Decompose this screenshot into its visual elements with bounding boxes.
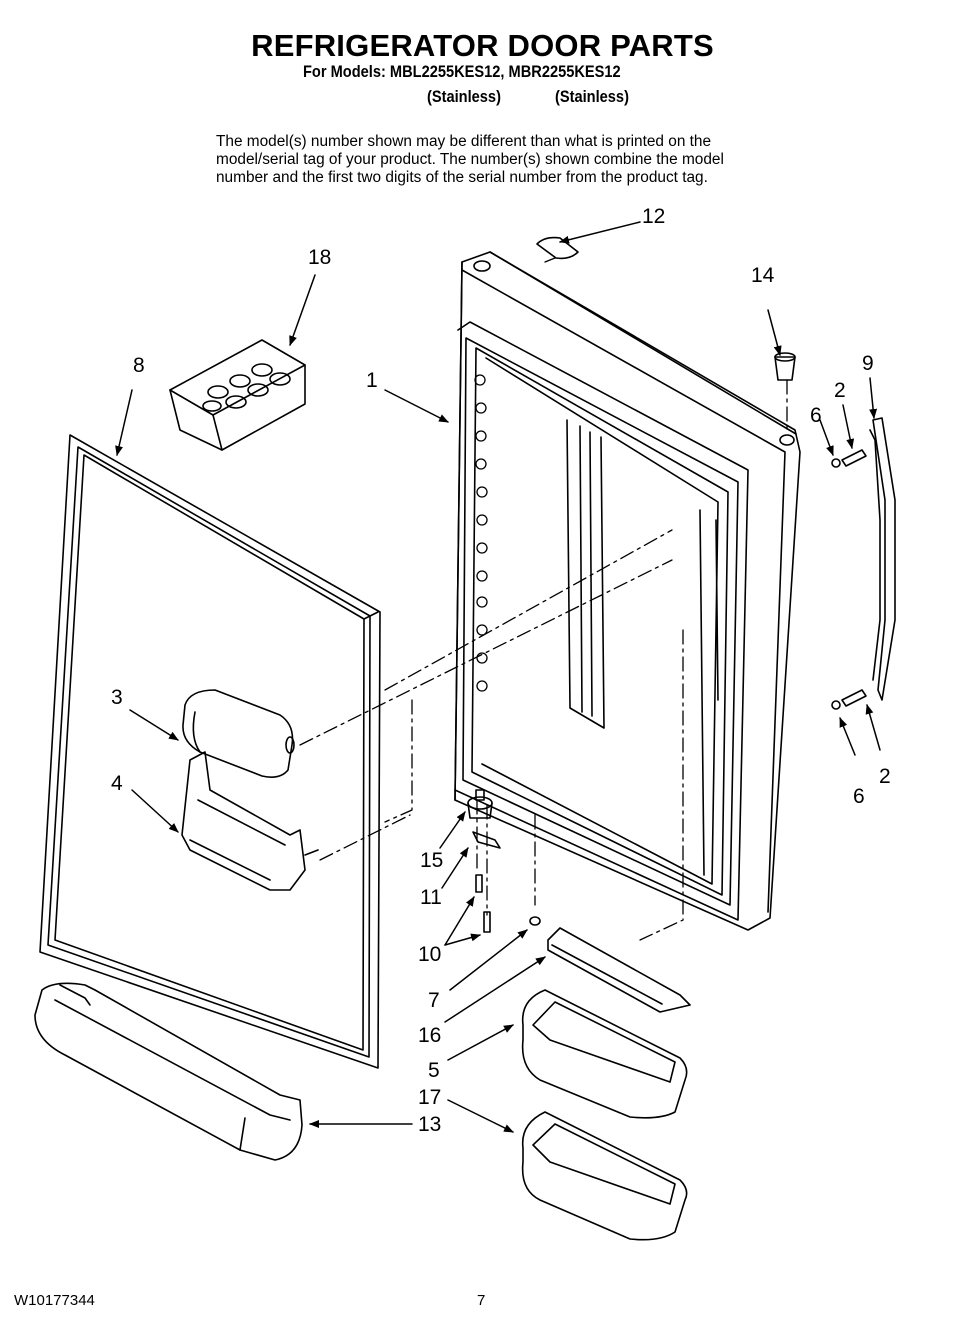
callout-7: 7 xyxy=(428,989,440,1012)
callout-16: 16 xyxy=(418,1024,442,1047)
callout-18: 18 xyxy=(308,246,332,269)
hinge-plate xyxy=(472,831,501,849)
bottom-bin xyxy=(34,982,303,1161)
callout-1: 1 xyxy=(366,369,378,392)
callout-6-top: 6 xyxy=(810,404,822,427)
model-finish-1: (Stainless) xyxy=(427,87,501,106)
callout-14: 14 xyxy=(751,264,775,287)
shelf-cover xyxy=(547,927,691,1013)
screws xyxy=(475,874,491,933)
plug xyxy=(529,916,541,926)
model-number-note: The model(s) number shown may be differe… xyxy=(216,133,724,186)
door-bin xyxy=(521,989,688,1119)
hinge-cam xyxy=(467,789,493,819)
alignment-lines xyxy=(299,257,788,941)
callout-5: 5 xyxy=(428,1059,440,1082)
page-title: REFRIGERATOR DOOR PARTS xyxy=(251,28,714,63)
callout-12: 12 xyxy=(642,205,666,228)
callout-11: 11 xyxy=(420,886,442,909)
handle-screw-bottom xyxy=(831,689,867,710)
leader-lines xyxy=(115,221,881,1133)
callout-6-bottom: 6 xyxy=(853,785,865,808)
door-handle xyxy=(869,417,896,701)
callout-15: 15 xyxy=(420,849,444,872)
dairy-door xyxy=(182,689,295,778)
door-bin-lower xyxy=(521,1111,688,1241)
callout-17: 17 xyxy=(418,1086,442,1109)
models-line: For Models: MBL2255KES12, MBR2255KES12 xyxy=(303,62,621,81)
callout-3: 3 xyxy=(111,686,123,709)
callout-2-bottom: 2 xyxy=(879,765,891,788)
dairy-bin xyxy=(181,751,319,891)
page-number: 7 xyxy=(477,1292,486,1309)
callout-8: 8 xyxy=(133,354,145,377)
handle-screw-top xyxy=(831,449,867,468)
callout-10: 10 xyxy=(418,943,442,966)
bushing xyxy=(774,352,796,381)
door-gasket xyxy=(39,434,381,1069)
egg-tray xyxy=(169,339,306,451)
shelf-clips xyxy=(474,374,488,692)
shim xyxy=(536,236,579,260)
callout-13: 13 xyxy=(418,1113,442,1136)
callout-9: 9 xyxy=(862,352,874,375)
callout-4: 4 xyxy=(111,772,123,795)
callout-2-top: 2 xyxy=(834,379,846,402)
door-liner-assembly xyxy=(454,251,801,931)
document-number: W10177344 xyxy=(14,1292,95,1309)
model-finish-2: (Stainless) xyxy=(555,87,629,106)
